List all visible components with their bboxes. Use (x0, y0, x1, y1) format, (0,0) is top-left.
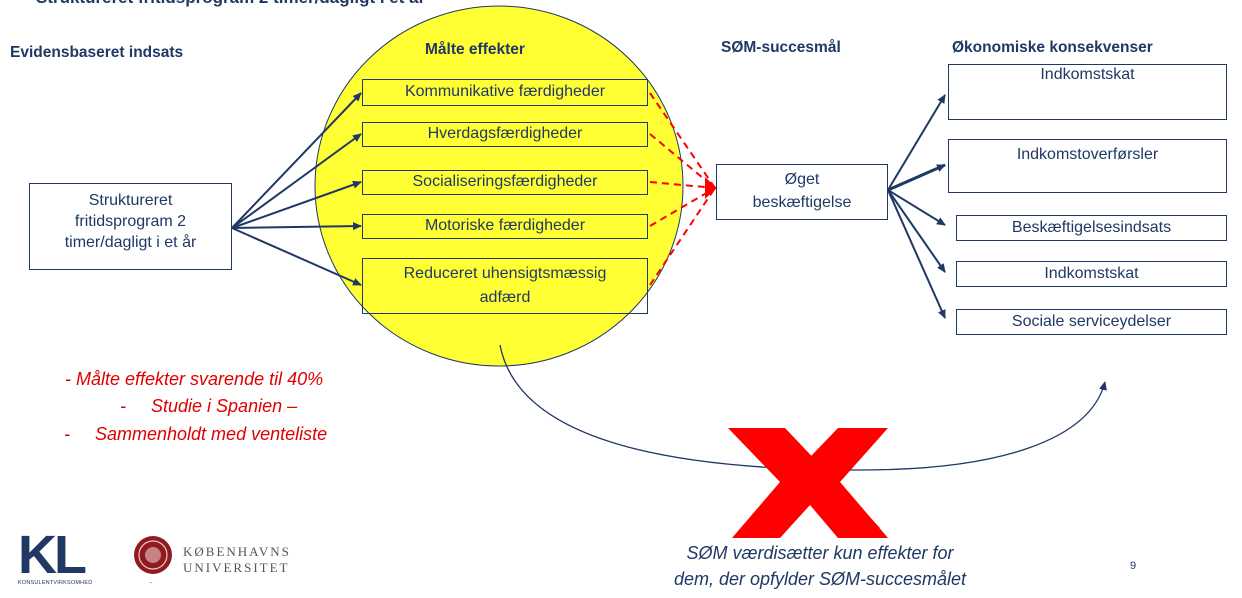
note-line: - Sammenholdt med venteliste (64, 424, 328, 444)
effect-box: Hverdagsfærdigheder (362, 122, 648, 147)
goal-box: Øget beskæftigelse (716, 164, 888, 220)
effect-dashed-lines (649, 92, 716, 286)
consequence-box: Indkomstskat (948, 64, 1227, 120)
page-title: Struktureret fritidsprogram 2 timer/dagl… (36, 0, 425, 8)
effect-box: Kommunikative færdigheder (362, 79, 648, 106)
intervention-line: fritidsprogram 2 (74, 213, 187, 230)
effect-line: Reduceret uhensigtsmæssig (403, 265, 607, 282)
note-line: - Studie i Spanien – (120, 396, 298, 416)
intervention-line: timer/dagligt i et år (64, 234, 197, 251)
caption-line: SØM værdisætter kun effekter for (686, 543, 954, 563)
effect-line: adfærd (479, 289, 531, 306)
header-goal: SØM-succesmål (721, 39, 841, 56)
kl-logo: KL KONSULENTVIRKSOMHED (18, 525, 128, 590)
page-number: 9 (1130, 560, 1137, 572)
goal-line: beskæftigelse (752, 194, 852, 211)
consequence-box: Indkomstskat (956, 261, 1227, 287)
red-arrowhead (705, 177, 717, 199)
consequence-arrows (887, 94, 946, 319)
kl-logo-subtext: KONSULENTVIRKSOMHED (18, 580, 93, 586)
red-cross-shape (728, 428, 888, 538)
consequence-box: Beskæftigelsesindsats (956, 215, 1227, 241)
goal-line: Øget (784, 171, 820, 188)
intervention-arrows (231, 92, 362, 286)
intervention-box: Struktureret fritidsprogram 2 timer/dagl… (29, 183, 232, 270)
ku-logo: KØBENHAVNS UNIVERSITET (133, 533, 313, 593)
caption: SØM værdisætter kun effekter for dem, de… (620, 540, 1020, 592)
caption-line: dem, der opfylder SØM-succesmålet (673, 569, 967, 589)
consequence-box: Indkomstoverførsler (948, 139, 1227, 193)
header-evidence: Evidensbaseret indsats (10, 44, 184, 61)
ku-logo-line1: KØBENHAVNS (183, 544, 291, 559)
effect-box: Motoriske færdigheder (362, 214, 648, 239)
header-effects: Målte effekter (425, 41, 525, 58)
note-line: - Målte effekter svarende til 40% (65, 369, 324, 389)
kl-logo-text: KL (18, 525, 87, 585)
effects-circle (314, 5, 684, 367)
effect-box: Reduceret uhensigtsmæssig adfærd (362, 258, 648, 314)
intervention-line: Struktureret (88, 192, 173, 209)
ku-logo-line2: UNIVERSITET (183, 560, 290, 575)
header-economic: Økonomiske konsekvenser (952, 39, 1153, 56)
consequence-box: Sociale serviceydelser (956, 309, 1227, 335)
effect-box: Socialiseringsfærdigheder (362, 170, 648, 195)
ku-seal-icon (134, 536, 172, 583)
